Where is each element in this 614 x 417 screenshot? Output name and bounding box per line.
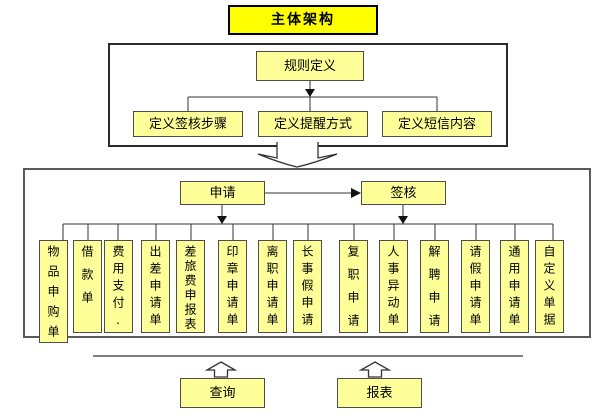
main-title-label: 主体架构	[271, 12, 335, 28]
form-box-10: 人事异动单	[379, 240, 408, 333]
rule-child-label: 定义签核步骤	[148, 116, 227, 132]
approve-box: 签核	[361, 181, 446, 205]
form-box-6: 印章申请单	[218, 240, 247, 333]
form-label: 长事假申请	[300, 245, 314, 330]
query-box: 查询	[180, 378, 265, 408]
form-label: 通用申请单	[507, 245, 521, 330]
form-label: 印章申请单	[225, 245, 239, 330]
up-block-arrow-icon	[204, 361, 238, 378]
form-label: 费用支付.	[111, 245, 125, 332]
report-label: 报表	[366, 385, 393, 401]
form-label: 自定义单据	[542, 245, 556, 330]
form-box-1: 物品申购单	[39, 240, 68, 345]
apply-label: 申请	[209, 185, 236, 201]
form-box-9: 复职申请	[339, 240, 368, 337]
form-box-13: 通用申请单	[500, 240, 529, 333]
form-label: 人事异动单	[386, 245, 400, 330]
form-label: 物品申购单	[46, 245, 60, 345]
main-title-box: 主体架构	[228, 5, 378, 35]
form-box-5: 差旅费申报表	[176, 240, 205, 333]
form-box-8: 长事假申请	[293, 240, 322, 333]
up-block-arrow-icon	[358, 361, 392, 378]
form-label: 复职申请	[346, 245, 360, 337]
rule-child-box-2: 定义提醒方式	[258, 111, 368, 137]
rule-child-box-3: 定义短信内容	[382, 111, 492, 137]
approve-label: 签核	[390, 185, 417, 201]
form-box-4: 出差申请单	[141, 240, 170, 333]
form-label: 解聘申请	[427, 245, 441, 337]
rule-child-box-1: 定义签核步骤	[133, 111, 243, 137]
form-label: 请假申请单	[468, 245, 482, 330]
form-box-11: 解聘申请	[420, 240, 449, 337]
rule-child-label: 定义短信内容	[397, 116, 476, 132]
query-label: 查询	[209, 385, 236, 401]
form-label: 借款单	[80, 245, 94, 314]
form-label: 离职申请单	[265, 245, 279, 330]
form-box-12: 请假申请单	[461, 240, 490, 333]
form-box-14: 自定义单据	[535, 240, 564, 333]
form-label: 差旅费申报表	[183, 245, 197, 332]
rule-root-label: 规则定义	[283, 58, 336, 74]
form-box-7: 离职申请单	[258, 240, 287, 333]
form-box-2: 借款单	[73, 240, 102, 333]
apply-box: 申请	[180, 181, 265, 205]
rule-child-label: 定义提醒方式	[273, 116, 352, 132]
form-box-3: 费用支付.	[104, 240, 133, 333]
report-box: 报表	[337, 378, 422, 408]
form-label: 出差申请单	[148, 245, 162, 330]
rule-root-box: 规则定义	[256, 51, 364, 81]
